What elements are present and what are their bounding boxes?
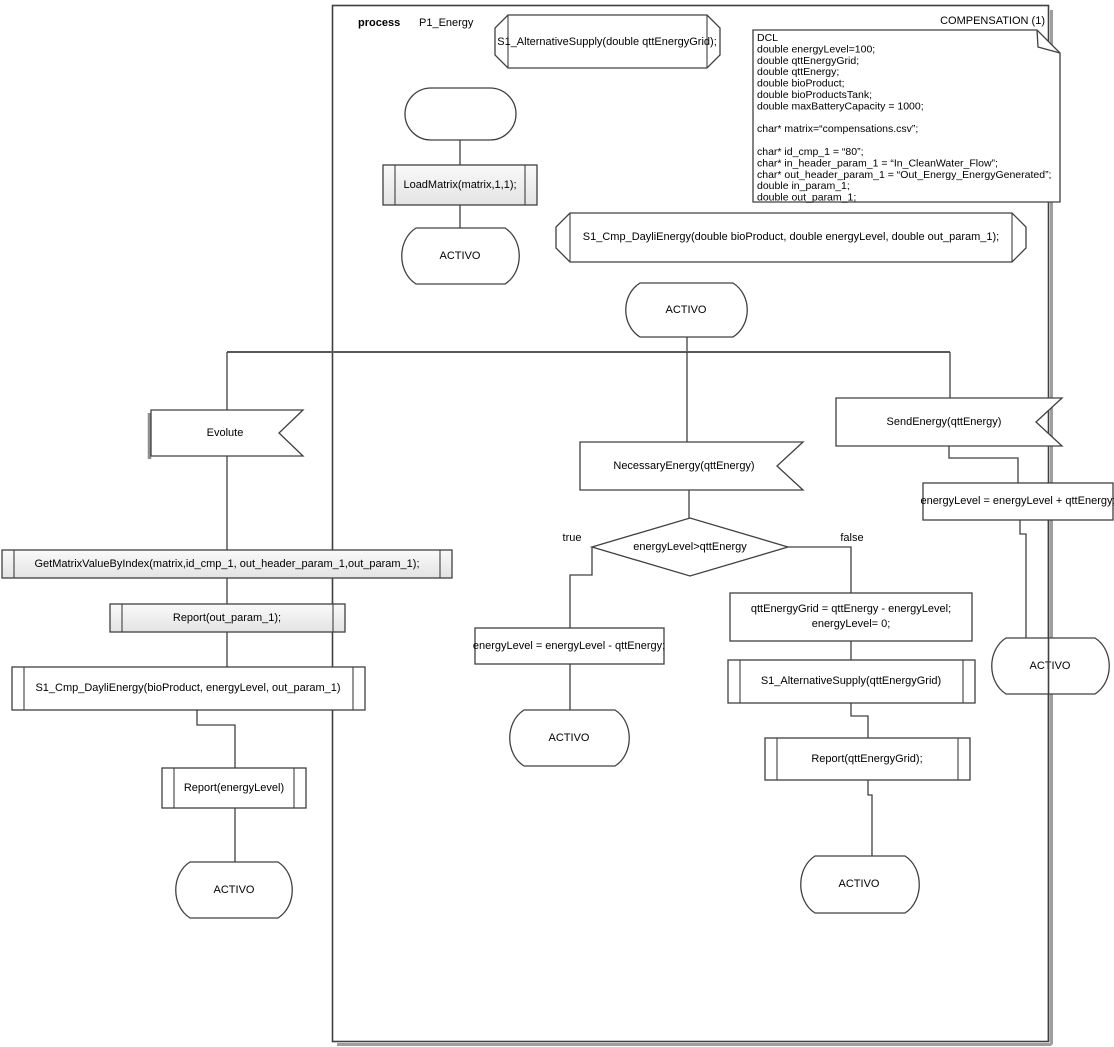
procedure-label: Report(qttEnergyGrid); — [811, 753, 922, 765]
input-shape — [835, 397, 1064, 447]
label-false: false — [840, 532, 863, 544]
task-add-energy: energyLevel = energyLevel + qttEnergy; — [920, 482, 1114, 521]
signal-decl-alternative-supply: S1_AlternativeSupply(double qttEnergyGri… — [494, 14, 721, 69]
connector-sendenergy-add — [948, 446, 1019, 483]
input-evolute: Evolute — [147, 409, 305, 459]
state-label: ACTIVO — [839, 878, 880, 890]
connectors — [196, 140, 1027, 862]
state-shape — [509, 709, 630, 767]
procedure-label: S1_Cmp_DayliEnergy(bioProduct, energyLev… — [35, 682, 340, 694]
decision-energy-level-gt-qtt-energy: energyLevel>qttEnergy — [589, 517, 791, 577]
procedure-cmp-dayli-energy-call: S1_Cmp_DayliEnergy(bioProduct, energyLev… — [11, 666, 366, 711]
procedure-shape — [382, 164, 538, 206]
task-shape — [729, 592, 973, 642]
input-shape — [150, 409, 305, 457]
input-send-energy: SendEnergy(qttEnergy) — [835, 397, 1064, 447]
state-shape — [175, 861, 293, 919]
procedure-label: S1_AlternativeSupply(qttEnergyGrid) — [761, 675, 941, 687]
connector-cmpdayli-reportenergy — [196, 710, 236, 768]
note-fold-icon — [1036, 29, 1061, 54]
input-label: NecessaryEnergy(qttEnergy) — [613, 460, 754, 472]
state-shape — [991, 637, 1110, 695]
state-activo-5: ACTIVO — [991, 637, 1110, 695]
procedure-label: GetMatrixValueByIndex(matrix,id_cmp_1, o… — [35, 558, 420, 570]
process-keyword: process — [358, 17, 400, 29]
task-qtt-energy-grid: qttEnergyGrid = qttEnergy - energyLevel;… — [729, 592, 973, 642]
input-label: SendEnergy(qttEnergy) — [887, 416, 1002, 428]
procedure-label: LoadMatrix(matrix,1,1); — [403, 179, 516, 191]
task-subtract-energy: energyLevel = energyLevel - qttEnergy; — [473, 627, 665, 665]
input-label: Evolute — [207, 427, 244, 439]
procedure-alternative-supply-call: S1_AlternativeSupply(qttEnergyGrid) — [727, 659, 976, 704]
task-shape — [474, 627, 665, 665]
procedure-report-energy-level: Report(energyLevel) — [161, 767, 307, 809]
state-label: ACTIVO — [440, 250, 481, 262]
state-shape — [401, 227, 520, 285]
procedure-label: Report(energyLevel) — [184, 782, 284, 794]
procedure-shape — [1, 549, 453, 579]
state-label: ACTIVO — [666, 304, 707, 316]
procedure-shape — [727, 659, 976, 704]
state-activo-6: ACTIVO — [800, 855, 920, 914]
procedure-shape — [109, 603, 346, 633]
task-label: energyLevel = energyLevel + qttEnergy; — [920, 495, 1114, 507]
page-title: COMPENSATION (1) — [940, 15, 1045, 27]
connector-false-branch — [788, 546, 852, 593]
input-necessary-energy: NecessaryEnergy(qttEnergy) — [579, 441, 805, 491]
procedure-report-qtt-energy-grid: Report(qttEnergyGrid); — [764, 737, 971, 781]
procedure-shape — [11, 666, 366, 711]
procedure-label: Report(out_param_1); — [173, 612, 281, 624]
procedure-load-matrix: LoadMatrix(matrix,1,1); — [382, 164, 538, 206]
connector-altsupply-reportgrid — [850, 703, 869, 738]
task-label-line1: qttEnergyGrid = qttEnergy - energyLevel; — [751, 603, 951, 615]
decision-shape — [589, 517, 791, 577]
task-shape — [922, 482, 1114, 521]
task-label-line2: energyLevel= 0; — [812, 618, 891, 630]
decision-label: energyLevel>qttEnergy — [633, 541, 747, 553]
connector-reportgrid-activo — [867, 780, 873, 856]
state-activo-1: ACTIVO — [401, 227, 520, 285]
note-shape — [752, 29, 1061, 203]
signal-label: S1_Cmp_DayliEnergy(double bioProduct, do… — [583, 231, 999, 243]
state-label: ACTIVO — [549, 732, 590, 744]
procedure-report-out-param: Report(out_param_1); — [109, 603, 346, 633]
connector-add-activo — [1019, 520, 1027, 638]
connector-true-branch — [569, 547, 593, 628]
procedure-get-matrix-value-by-index: GetMatrixValueByIndex(matrix,id_cmp_1, o… — [1, 549, 453, 579]
input-shape — [579, 441, 805, 491]
signal-decl-cmp-dayli-energy: S1_Cmp_DayliEnergy(double bioProduct, do… — [555, 212, 1027, 263]
label-true: true — [563, 532, 582, 544]
state-activo-4: ACTIVO — [509, 709, 630, 767]
state-shape — [800, 855, 920, 914]
start-state — [404, 87, 517, 141]
procedure-shape — [764, 737, 971, 781]
state-shape — [625, 282, 748, 338]
procedure-shape — [161, 767, 307, 809]
state-label: ACTIVO — [1030, 660, 1071, 672]
process-name: P1_Energy — [419, 17, 474, 29]
state-label: ACTIVO — [214, 884, 255, 896]
state-activo-3: ACTIVO — [175, 861, 293, 919]
task-label: energyLevel = energyLevel - qttEnergy; — [473, 640, 665, 652]
state-activo-2: ACTIVO — [625, 282, 748, 338]
signal-label: S1_AlternativeSupply(double qttEnergyGri… — [497, 36, 717, 48]
